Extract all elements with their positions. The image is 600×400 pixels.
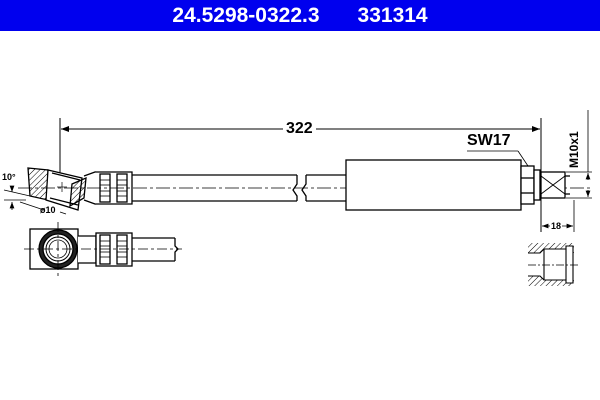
overall-length-label: 322 — [283, 120, 316, 138]
thread-section-view — [528, 243, 574, 286]
hose-side-view — [132, 174, 346, 202]
thread-length-label: 18 — [550, 221, 563, 231]
wrench-size-label: SW17 — [467, 132, 511, 149]
reference-number: 331314 — [357, 3, 428, 27]
angle-annotation — [3, 185, 67, 215]
sw17-leader — [467, 150, 529, 167]
thread-size-label: M10x1 — [567, 131, 581, 168]
banjo-fitting-side-view — [27, 167, 133, 211]
dimension-thread — [566, 110, 592, 199]
bore-diameter-label: ø10 — [40, 205, 56, 215]
title-bar: 24.5298-0322.3 331314 — [0, 0, 600, 31]
end-fitting-side-view — [345, 159, 570, 211]
bend-angle-label: 10° — [2, 172, 16, 182]
part-number: 24.5298-0322.3 — [172, 3, 320, 27]
